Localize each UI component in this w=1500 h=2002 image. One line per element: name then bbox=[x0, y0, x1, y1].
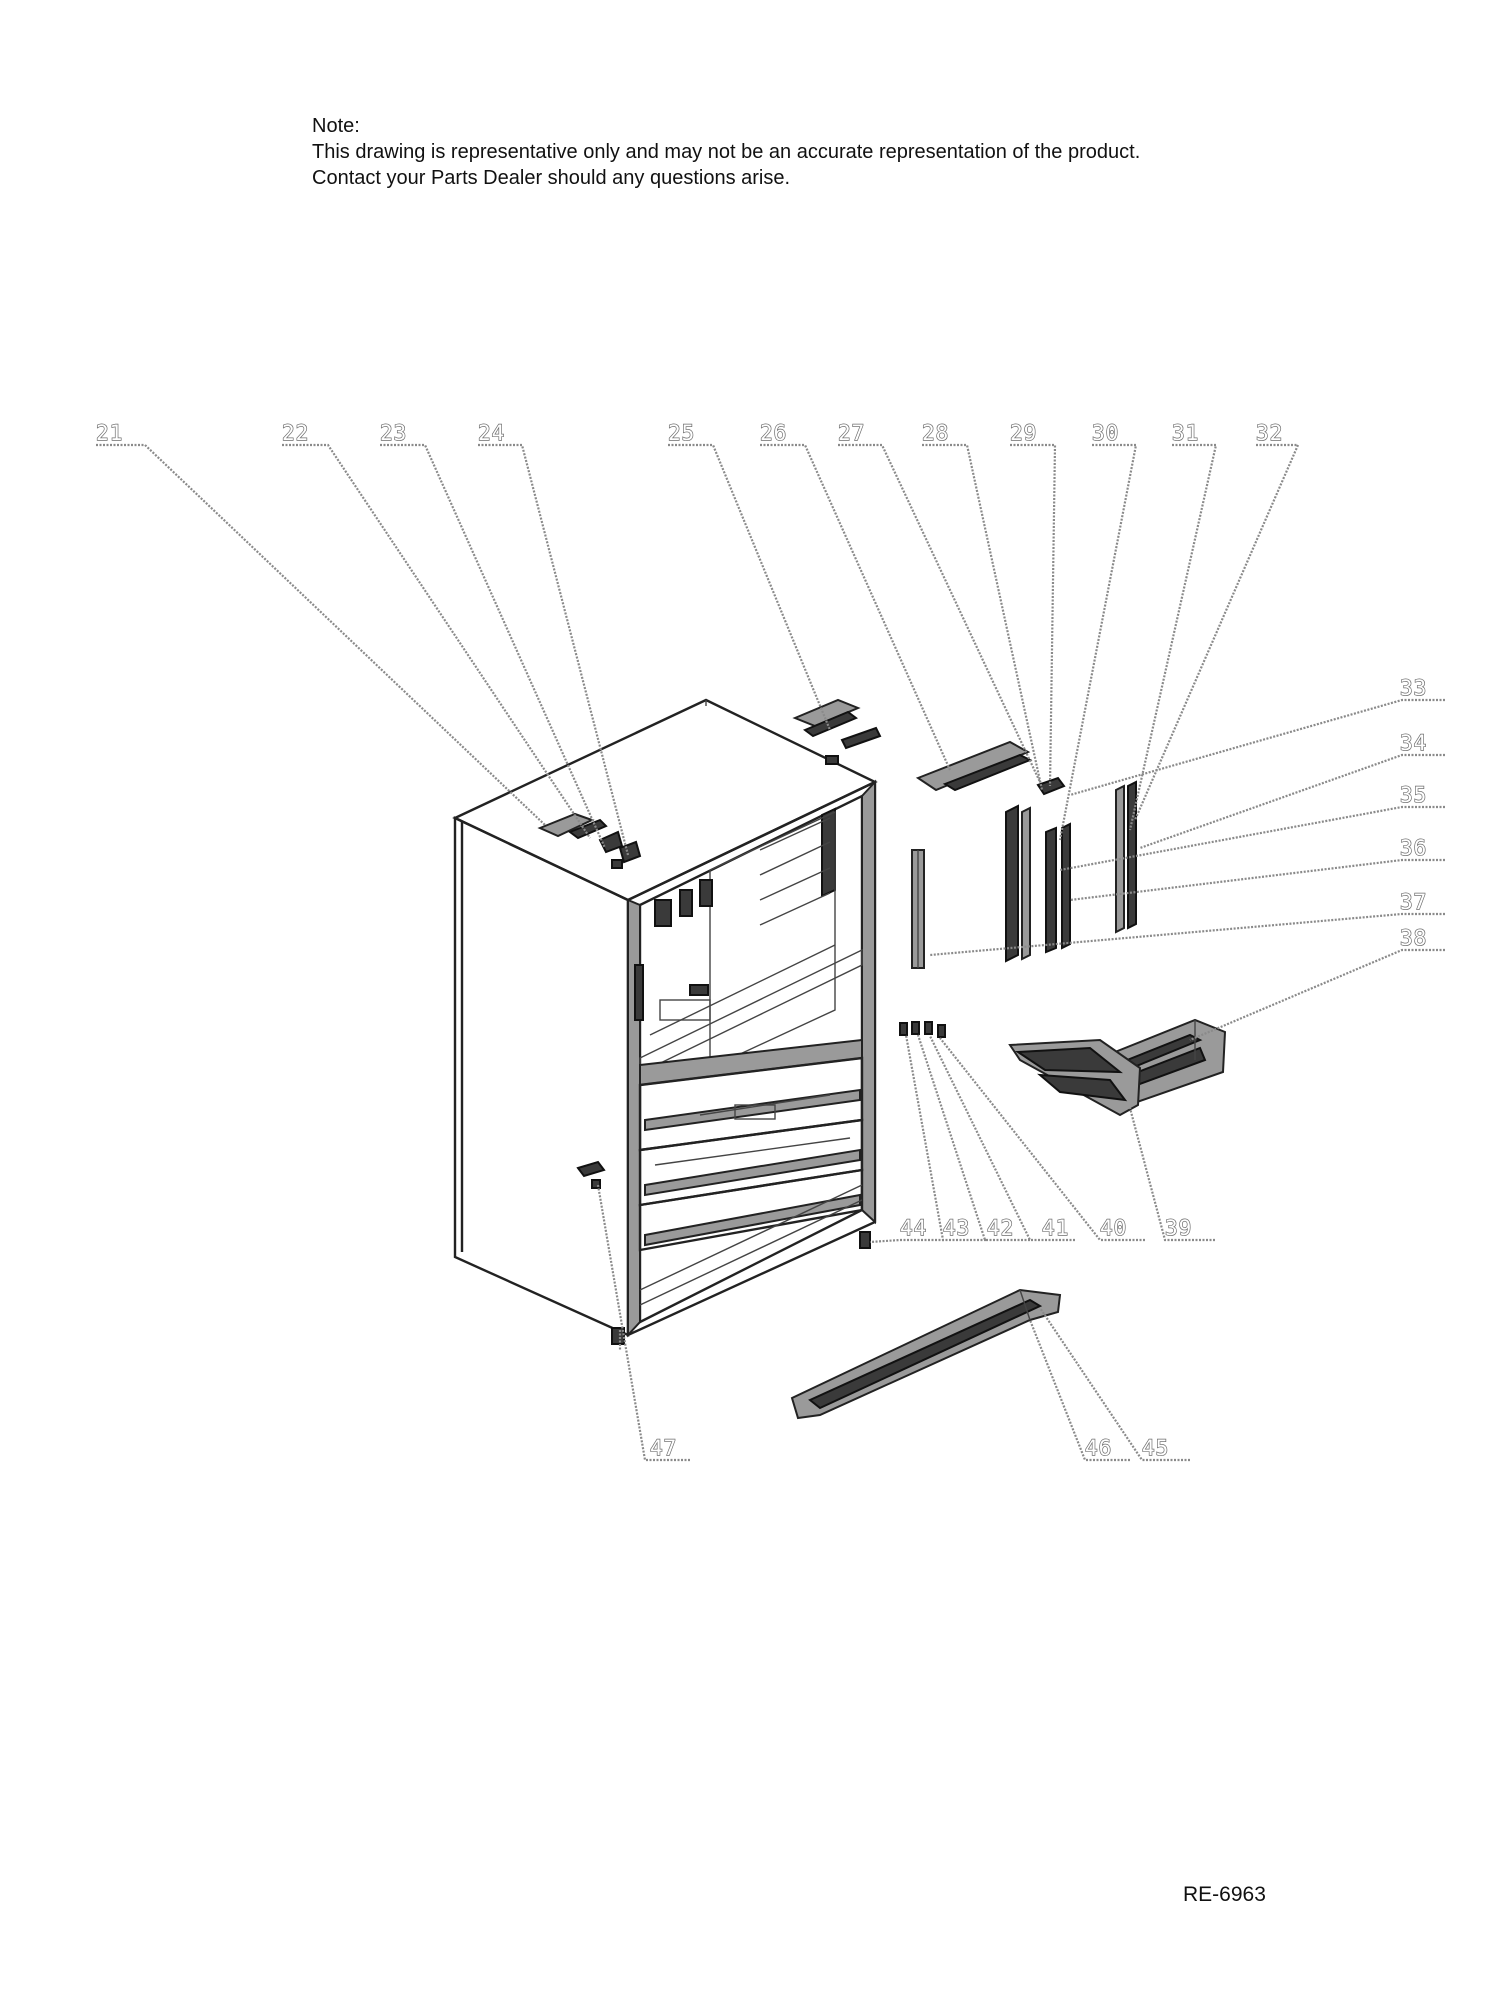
callout-33: 33 bbox=[1400, 676, 1427, 700]
callout-35: 35 bbox=[1400, 783, 1427, 807]
callout-47: 47 bbox=[650, 1436, 677, 1460]
callout-24: 24 bbox=[478, 421, 505, 445]
callout-38: 38 bbox=[1400, 926, 1427, 950]
left-door-gasket-strip bbox=[911, 849, 925, 969]
callout-46: 46 bbox=[1085, 1436, 1112, 1460]
note-line-2: Contact your Parts Dealer should any que… bbox=[312, 167, 791, 189]
callout-37: 37 bbox=[1400, 890, 1427, 914]
callout-36: 36 bbox=[1400, 836, 1427, 860]
cabinet-body bbox=[452, 698, 878, 1338]
small-hardware-40-44 bbox=[859, 1021, 946, 1249]
callout-26: 26 bbox=[760, 421, 787, 445]
callout-30: 30 bbox=[1092, 421, 1119, 445]
callout-40: 40 bbox=[1100, 1216, 1127, 1240]
callout-27: 27 bbox=[838, 421, 865, 445]
leader-lines bbox=[96, 443, 1445, 1462]
callout-39: 39 bbox=[1165, 1216, 1192, 1240]
callout-45: 45 bbox=[1142, 1436, 1169, 1460]
freezer-handle-45 bbox=[790, 1288, 1062, 1420]
door-seal-strips bbox=[1005, 780, 1137, 963]
callout-28: 28 bbox=[922, 421, 949, 445]
right-hinge-assembly bbox=[792, 698, 882, 765]
door-top-cap-26 bbox=[915, 740, 1033, 792]
note-heading: Note: bbox=[312, 115, 360, 137]
callout-44: 44 bbox=[900, 1216, 927, 1240]
document-number: RE-6963 bbox=[1183, 1883, 1266, 1906]
callout-21: 21 bbox=[96, 421, 123, 445]
callout-32: 32 bbox=[1256, 421, 1283, 445]
control-panel-39 bbox=[1008, 1038, 1142, 1117]
callout-34: 34 bbox=[1400, 731, 1427, 755]
callout-25: 25 bbox=[668, 421, 695, 445]
callout-43: 43 bbox=[943, 1216, 970, 1240]
note-line-1: This drawing is representative only and … bbox=[312, 141, 1141, 163]
callout-22: 22 bbox=[282, 421, 309, 445]
callout-41: 41 bbox=[1042, 1216, 1069, 1240]
callout-42: 42 bbox=[987, 1216, 1014, 1240]
disclaimer-note: Note: This drawing is representative onl… bbox=[312, 113, 1312, 191]
callout-29: 29 bbox=[1010, 421, 1037, 445]
callout-labels: 21 22 23 24 25 26 27 28 29 30 31 32 33 3… bbox=[95, 420, 1427, 1460]
callout-23: 23 bbox=[380, 421, 407, 445]
callout-31: 31 bbox=[1172, 421, 1199, 445]
